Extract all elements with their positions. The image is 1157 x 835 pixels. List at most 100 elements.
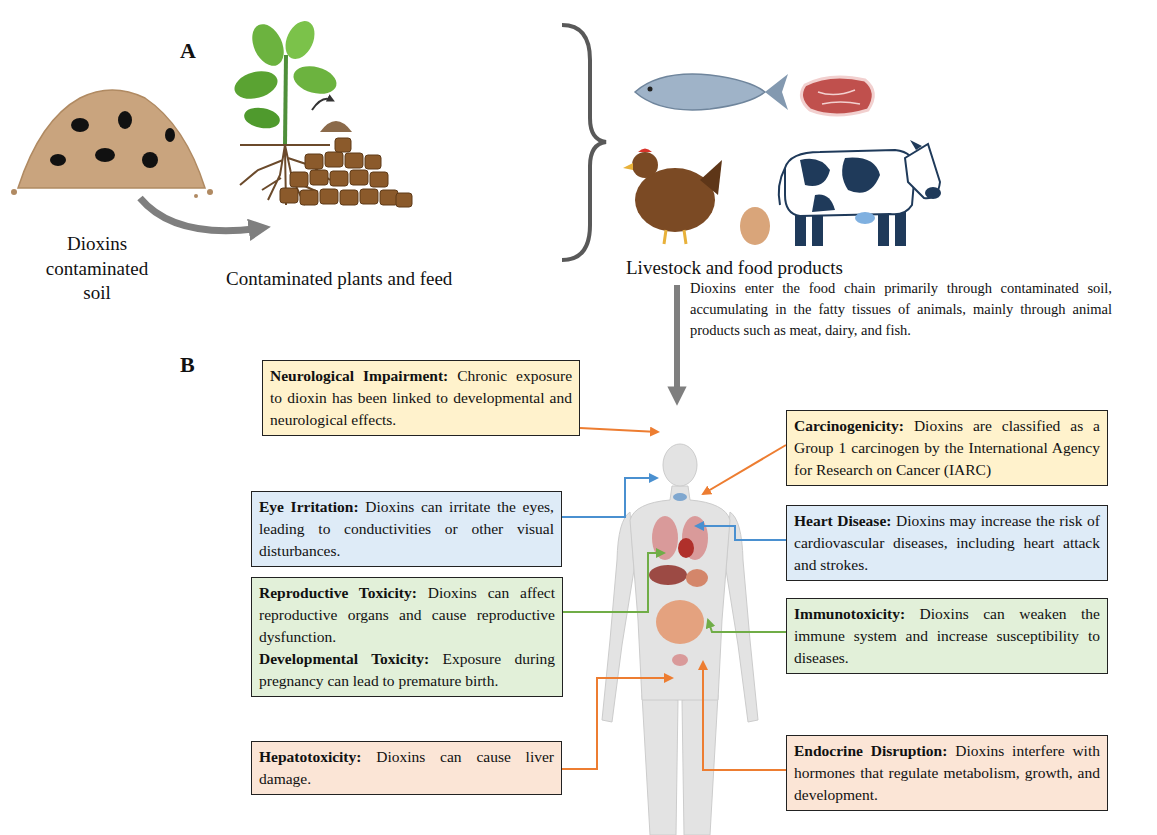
contaminant-spot: [142, 152, 158, 168]
meat-cut: [801, 77, 873, 115]
pellet: [350, 170, 368, 185]
effect-heading: Reproductive Toxicity:: [259, 584, 417, 601]
body-arm: [602, 512, 634, 722]
pellet: [325, 152, 343, 167]
effect-heading: Neurological Impairment:: [270, 367, 448, 384]
heart-organ: [678, 538, 694, 558]
chicken-beak: [623, 163, 633, 170]
effect-box: Immunotoxicity: Dioxins can weaken the i…: [786, 598, 1108, 674]
soil-heap: [320, 121, 352, 132]
leader-arrow: [580, 428, 658, 432]
effect-heading: Endocrine Disruption:: [794, 742, 947, 759]
pellet: [335, 138, 351, 152]
leader-arrow: [703, 662, 786, 770]
pellet: [340, 190, 358, 205]
leader-arrow: [708, 620, 786, 632]
body-head: [663, 444, 697, 486]
chicken-legs: [664, 230, 686, 244]
effect-box: Endocrine Disruption: Dioxins interfere …: [786, 735, 1108, 811]
panel-letter: B: [180, 352, 210, 378]
cow-spot: [842, 158, 880, 193]
plant-leaf: [280, 16, 320, 63]
body-leg: [682, 695, 718, 835]
effect-heading: Developmental Toxicity:: [259, 650, 429, 667]
cow-head: [905, 144, 940, 198]
plant: [231, 16, 339, 205]
cow-udder: [855, 212, 875, 224]
leader-arrow: [562, 478, 657, 517]
pellet: [360, 189, 378, 204]
effect-box: Carcinogenicity: Dioxins are classified …: [786, 410, 1108, 486]
contaminant-spot: [95, 148, 115, 162]
pellet: [370, 172, 388, 187]
plant-leaf: [243, 105, 282, 131]
pellet: [280, 188, 298, 203]
plant-roots: [240, 145, 330, 205]
egg: [740, 207, 770, 245]
effect-paragraph: Immunotoxicity: Dioxins can weaken the i…: [794, 603, 1100, 669]
pellet: [310, 170, 328, 185]
effect-paragraph: Carcinogenicity: Dioxins are classified …: [794, 415, 1100, 481]
body-torso: [630, 486, 730, 700]
bladder-organ: [672, 654, 688, 666]
plant-leaf: [246, 19, 290, 71]
intestine-organ: [656, 600, 704, 644]
effect-heading: Carcinogenicity:: [794, 417, 904, 434]
pellet: [345, 153, 363, 168]
meat-marbling: [818, 90, 860, 104]
pellet: [380, 190, 398, 205]
body-leg: [642, 695, 678, 835]
flow-arrow: [140, 198, 262, 231]
effect-heading: Heart Disease:: [794, 512, 891, 529]
contaminant-spot: [118, 111, 132, 129]
chicken: [623, 149, 722, 245]
liver-organ: [649, 565, 687, 585]
cow-nose: [925, 187, 941, 199]
contaminant-spot: [71, 118, 89, 132]
contaminant-spot: [165, 128, 175, 142]
flow-arrow: [674, 285, 680, 398]
effect-heading: Immunotoxicity:: [794, 605, 905, 622]
cow-ear: [910, 140, 922, 150]
cow: [779, 140, 941, 246]
effect-box: Reproductive Toxicity: Dioxins can affec…: [251, 577, 563, 697]
soil-grain: [194, 194, 198, 198]
pellet: [305, 154, 323, 169]
fish: [635, 74, 788, 110]
cow-body: [785, 150, 915, 216]
fish-eye: [648, 87, 653, 92]
contaminant-spot: [50, 154, 66, 166]
soil-mound: [18, 90, 205, 188]
plant-leaf: [290, 62, 339, 99]
grouping-bracket: [562, 25, 606, 260]
soil-grain: [11, 189, 17, 195]
illustration-caption: Dioxins contaminated soil: [40, 232, 154, 306]
feed-pellets: [280, 138, 412, 207]
leader-arrow: [703, 445, 786, 494]
pellet: [290, 172, 308, 187]
pellet: [320, 189, 338, 204]
thyroid-organ: [673, 493, 687, 501]
stomach-organ: [686, 569, 708, 587]
leader-arrow: [562, 678, 672, 769]
effect-paragraph: Developmental Toxicity: Exposure during …: [259, 648, 555, 692]
fish-body: [635, 74, 765, 110]
pellet: [300, 190, 318, 205]
meat: [801, 77, 873, 115]
illustration-caption: Livestock and food products: [626, 256, 946, 281]
small-arrow: [312, 99, 332, 110]
leader-arrow: [563, 553, 664, 612]
pellet: [396, 193, 412, 207]
pellet: [330, 171, 348, 186]
body-arm: [726, 512, 758, 722]
effect-paragraph: Hepatotoxicity: Dioxins can cause liver …: [259, 746, 554, 790]
effect-paragraph: Eye Irritation: Dioxins can irritate the…: [259, 496, 554, 562]
effect-heading: Hepatotoxicity:: [259, 748, 361, 765]
cow-tail: [779, 168, 785, 205]
effect-paragraph: Neurological Impairment: Chronic exposur…: [270, 365, 572, 431]
cow-spot: [800, 159, 830, 186]
fish-tail: [765, 74, 788, 110]
effect-box: Heart Disease: Dioxins may increase the …: [786, 505, 1108, 581]
soil-grain: [207, 189, 213, 195]
